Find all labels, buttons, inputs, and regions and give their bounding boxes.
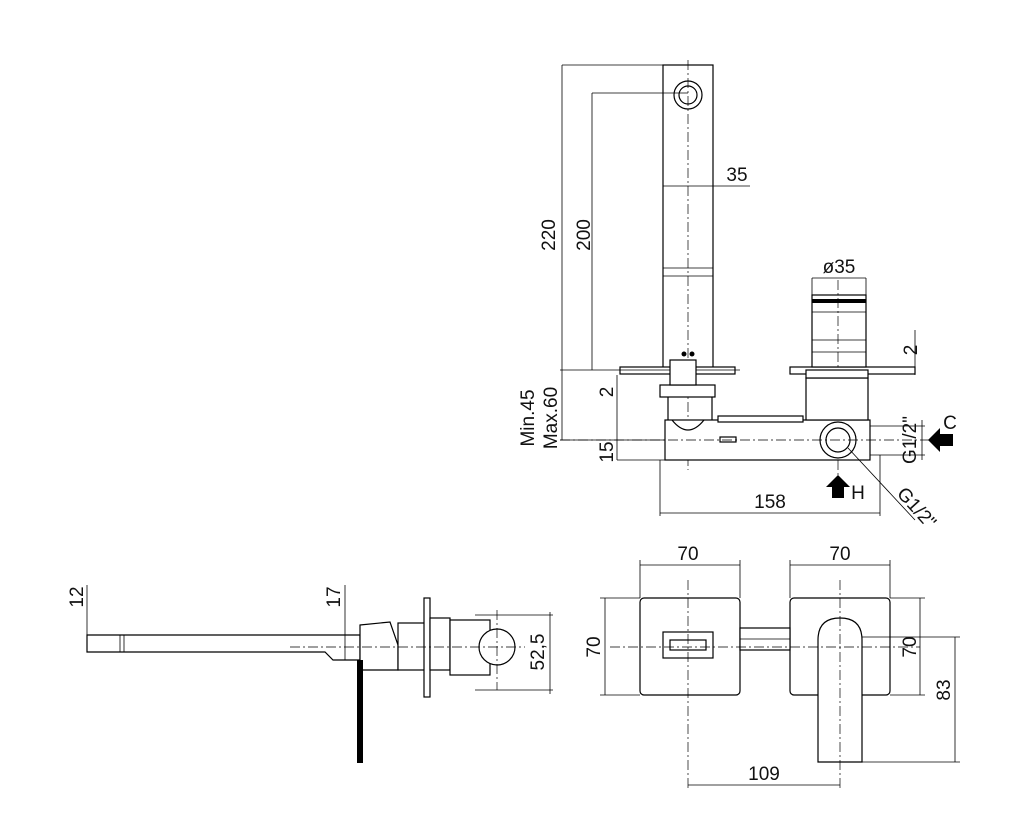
dim-70-right-height: 70 — [900, 636, 921, 657]
dim-17: 17 — [324, 586, 345, 607]
side-view: 12 17 52,5 — [67, 585, 553, 763]
dim-12: 12 — [67, 586, 88, 607]
spout-side — [86, 634, 361, 661]
dim-35: 35 — [726, 165, 747, 186]
cold-thread-label: G1/2" — [900, 416, 921, 464]
lever-handle — [357, 660, 363, 763]
hot-thread-label: G1/2" — [892, 483, 940, 533]
dim-70-left-width: 70 — [677, 544, 698, 565]
dim-min-45: Min.45 — [518, 389, 539, 446]
cold-label: C — [943, 413, 957, 434]
side-wall-plate — [423, 597, 431, 698]
dim-83: 83 — [934, 679, 955, 700]
dim-200: 200 — [574, 219, 595, 251]
dim-52-5: 52,5 — [528, 634, 549, 671]
hot-arrow-icon — [826, 475, 850, 498]
dim-15: 15 — [597, 441, 618, 462]
cold-arrow-icon — [928, 428, 953, 452]
dim-70-left-height: 70 — [584, 636, 605, 657]
dim-109: 109 — [748, 764, 780, 785]
front-view: 70 70 70 70 83 109 — [584, 544, 960, 790]
top-view: 220 200 35 ø35 2 — [518, 60, 957, 533]
dim-max-60: Max.60 — [541, 387, 562, 449]
handle-body — [811, 294, 867, 368]
dim-2-left: 2 — [597, 387, 618, 398]
dim-diameter-35: ø35 — [823, 257, 856, 278]
dim-2-right: 2 — [901, 345, 922, 356]
dim-158: 158 — [754, 492, 786, 513]
dim-70-right-width: 70 — [829, 544, 850, 565]
dim-220: 220 — [539, 219, 560, 251]
hot-label: H — [851, 483, 865, 504]
